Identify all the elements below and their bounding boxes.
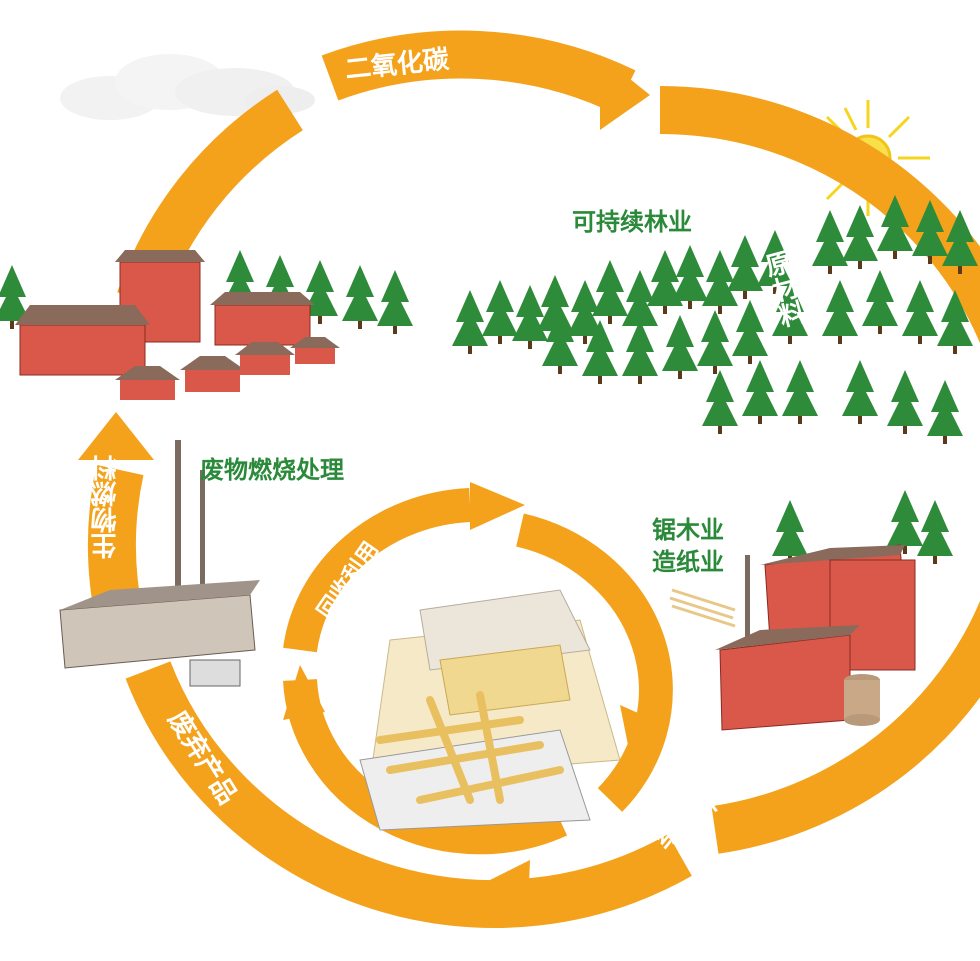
mill-illustration	[669, 490, 953, 731]
arrowhead-co2	[600, 55, 650, 130]
forest-illustration	[452, 195, 978, 444]
arrowhead-waste-bottom	[490, 860, 530, 910]
label-sawmill: 锯木业	[652, 516, 724, 544]
label-papermill: 造纸业	[652, 548, 724, 576]
arrowhead-recycle-top	[470, 482, 525, 530]
label-biofuel: 生物燃料	[91, 455, 121, 559]
label-sustainable-forestry: 可持续林业	[572, 208, 692, 236]
recycled-materials-illustration	[359, 589, 621, 831]
arrowhead-biofuel	[78, 412, 154, 460]
label-waste-incineration: 废物燃烧处理	[200, 456, 344, 484]
town-illustration	[0, 250, 413, 400]
arrowhead-recycle-right	[620, 705, 665, 765]
incineration-plant-illustration	[59, 440, 260, 687]
arrowhead-recycle-left	[283, 665, 325, 720]
